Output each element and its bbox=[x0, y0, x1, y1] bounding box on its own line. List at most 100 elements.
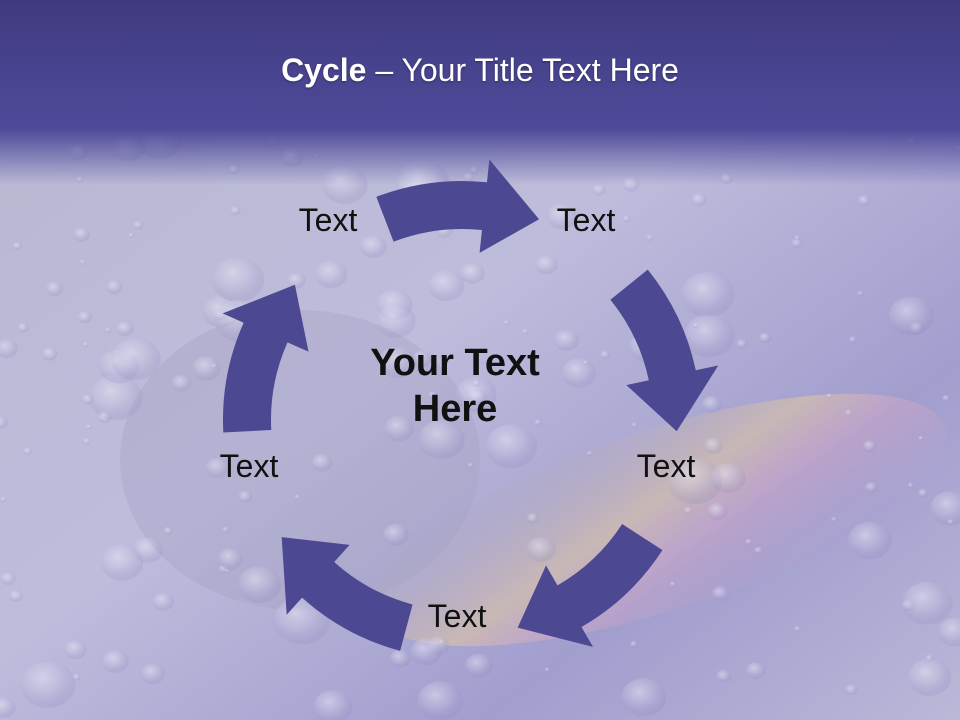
water-droplet bbox=[464, 653, 493, 678]
water-droplet bbox=[417, 681, 463, 720]
water-droplet bbox=[79, 259, 86, 265]
water-droplet bbox=[389, 649, 411, 668]
cycle-arrow-3-to-4 bbox=[517, 524, 663, 647]
water-droplet bbox=[171, 374, 192, 392]
water-droplet bbox=[865, 482, 878, 493]
cycle-node-4: Text bbox=[427, 598, 487, 634]
water-droplet bbox=[907, 659, 952, 696]
water-droplet bbox=[73, 227, 90, 242]
water-droplet bbox=[237, 566, 282, 604]
water-droplet bbox=[711, 586, 730, 602]
center-text-line-2: Here bbox=[412, 388, 498, 430]
water-droplet bbox=[41, 347, 58, 361]
water-droplet bbox=[222, 526, 230, 533]
water-droplet bbox=[503, 320, 510, 326]
water-droplet bbox=[535, 255, 558, 275]
water-droplet bbox=[287, 272, 306, 289]
cycle-arrow-5-to-1 bbox=[222, 284, 309, 433]
water-droplet bbox=[192, 356, 221, 381]
water-droplet bbox=[410, 638, 442, 666]
water-droplet bbox=[81, 394, 94, 405]
water-droplet bbox=[716, 669, 732, 683]
cycle-node-2: Text bbox=[556, 202, 616, 238]
water-droplet bbox=[546, 203, 578, 230]
water-droplet bbox=[460, 262, 485, 284]
water-droplet bbox=[106, 280, 123, 294]
water-droplet bbox=[844, 409, 853, 417]
water-droplet bbox=[758, 332, 772, 344]
center-text: Your Text Here bbox=[330, 340, 580, 432]
water-droplet bbox=[105, 327, 112, 334]
water-droplet bbox=[857, 290, 864, 296]
title-bold-part: Cycle bbox=[281, 52, 367, 88]
water-droplet bbox=[205, 458, 230, 479]
cycle-arrow-4-to-5 bbox=[281, 537, 413, 651]
water-droplet bbox=[710, 462, 746, 494]
water-droplet bbox=[736, 339, 748, 349]
water-droplet bbox=[0, 496, 7, 503]
water-droplet bbox=[472, 379, 481, 387]
water-droplet bbox=[467, 462, 475, 468]
title-separator: – bbox=[366, 52, 402, 88]
water-droplet bbox=[217, 548, 243, 570]
water-droplet bbox=[862, 440, 877, 453]
water-droplet bbox=[101, 649, 129, 673]
water-droplet bbox=[918, 435, 925, 441]
water-droplet bbox=[45, 281, 64, 297]
water-droplet bbox=[376, 304, 416, 338]
water-droplet bbox=[428, 270, 465, 302]
water-droplet bbox=[582, 360, 589, 366]
cycle-node-5: Text bbox=[219, 448, 279, 484]
water-droplet bbox=[631, 422, 638, 428]
water-droplet bbox=[132, 220, 144, 230]
water-droplet bbox=[294, 494, 301, 500]
water-droplet bbox=[848, 336, 857, 344]
water-droplet bbox=[745, 662, 766, 679]
water-droplet bbox=[586, 450, 593, 456]
water-droplet bbox=[646, 234, 654, 241]
water-droplet bbox=[100, 544, 144, 581]
water-droplet bbox=[622, 215, 631, 223]
water-droplet bbox=[902, 581, 953, 625]
water-droplet bbox=[925, 654, 934, 662]
water-droplet bbox=[621, 678, 667, 717]
water-droplet bbox=[82, 341, 89, 348]
water-droplet bbox=[111, 338, 161, 381]
water-droplet bbox=[17, 322, 29, 333]
water-droplet bbox=[467, 388, 488, 406]
water-droplet bbox=[72, 673, 81, 681]
water-droplet bbox=[0, 416, 8, 430]
water-droplet bbox=[947, 519, 955, 526]
water-droplet bbox=[12, 241, 23, 251]
water-droplet bbox=[526, 512, 540, 524]
water-droplet bbox=[128, 232, 135, 239]
water-droplet bbox=[211, 363, 218, 369]
water-droplet bbox=[238, 490, 253, 503]
water-droplet bbox=[163, 526, 174, 535]
water-droplet bbox=[438, 639, 446, 645]
water-droplet bbox=[938, 617, 960, 647]
water-droplet bbox=[152, 592, 174, 611]
water-droplet bbox=[681, 272, 735, 318]
water-droplet bbox=[360, 235, 387, 258]
water-droplet bbox=[691, 193, 707, 207]
center-text-line-1: Your Text bbox=[370, 342, 540, 384]
water-droplet bbox=[754, 546, 764, 555]
water-droplet bbox=[669, 581, 676, 587]
slide-title: Cycle – Your Title Text Here bbox=[0, 52, 960, 89]
water-droplet bbox=[382, 523, 409, 546]
water-droplet bbox=[0, 339, 18, 359]
water-droplet bbox=[826, 393, 833, 399]
water-droplet bbox=[701, 396, 722, 414]
water-droplet bbox=[704, 437, 723, 454]
water-droplet bbox=[77, 311, 92, 324]
water-droplet bbox=[315, 260, 348, 289]
water-droplet bbox=[140, 663, 165, 685]
water-droplet bbox=[0, 572, 16, 586]
water-droplet bbox=[379, 346, 417, 379]
water-droplet bbox=[544, 667, 551, 673]
water-droplet bbox=[64, 640, 87, 660]
